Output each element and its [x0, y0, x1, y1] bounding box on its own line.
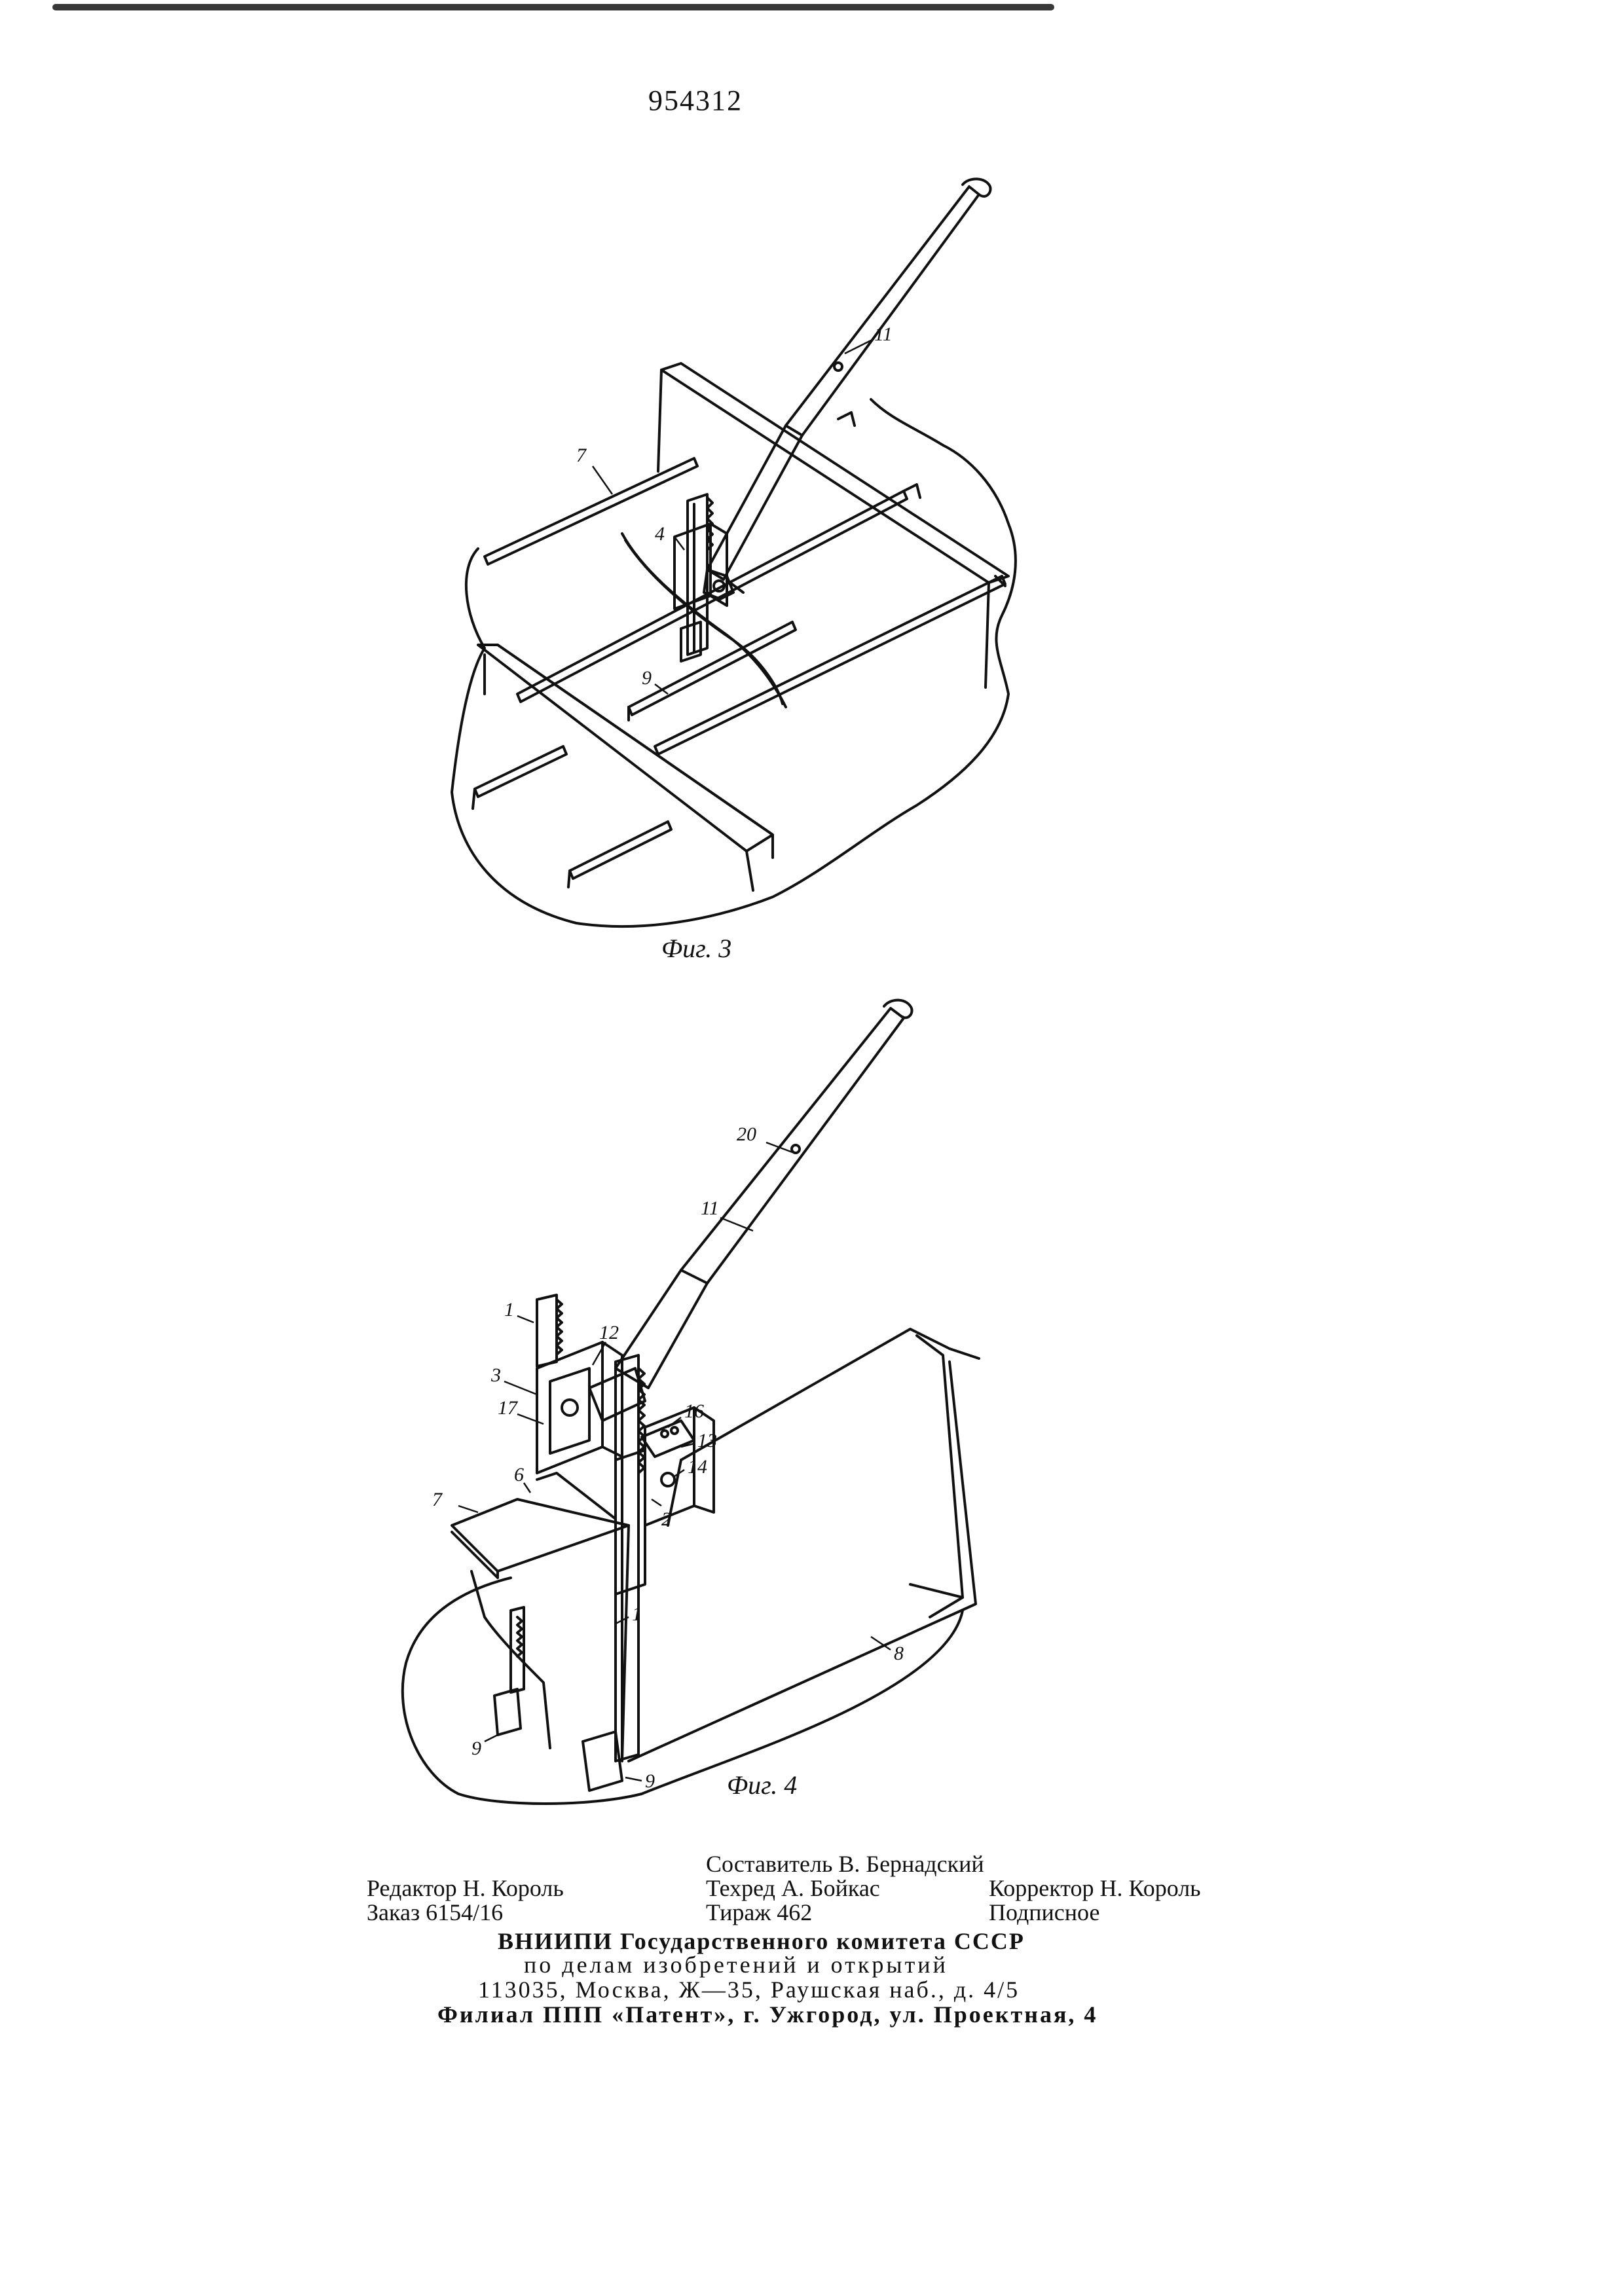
fig4-label-9-right: 9: [645, 1770, 655, 1792]
order: Заказ 6154/16: [367, 1899, 504, 1925]
fig4-label-11: 11: [701, 1197, 719, 1219]
fig4-label-1-low: 1: [632, 1603, 642, 1625]
techeditor: Техред А. Бойкас: [706, 1875, 880, 1901]
fig4-label-12: 12: [599, 1322, 619, 1343]
fig4-label-14: 14: [688, 1456, 707, 1478]
fig4-label-8: 8: [894, 1643, 904, 1664]
fig4-label-6: 6: [514, 1464, 524, 1485]
fig4-label-16: 16: [684, 1400, 704, 1422]
corrector: Корректор Н. Король: [989, 1875, 1201, 1901]
compiler: Составитель В. Бернадский: [706, 1851, 984, 1877]
fig4-label-3: 3: [490, 1364, 501, 1386]
fig4-label-17: 17: [498, 1397, 519, 1419]
patent-number: 954312: [648, 84, 743, 117]
fig3-label-9: 9: [642, 667, 652, 689]
circulation: Тираж 462: [706, 1899, 813, 1925]
publisher-line4: Филиал ППП «Патент», г. Ужгород, ул. Про…: [437, 2001, 1098, 2028]
fig4-label-20: 20: [737, 1123, 756, 1145]
fig3-label-11: 11: [874, 323, 893, 345]
fig4-caption: Фиг. 4: [727, 1770, 797, 1800]
fig4-label-7: 7: [432, 1489, 443, 1510]
fig4-label-13: 13: [697, 1430, 717, 1451]
fig4-label-9-left: 9: [471, 1738, 481, 1759]
publisher-line2: по делам изобретений и открытий: [524, 1952, 948, 1978]
fig4-label-2: 2: [661, 1508, 671, 1530]
fig3-caption: Фиг. 3: [661, 934, 731, 963]
fig3-label-4: 4: [655, 523, 665, 545]
editor: Редактор Н. Король: [367, 1875, 564, 1901]
subscription: Подписное: [989, 1899, 1100, 1925]
fig4-label-1-top: 1: [504, 1299, 514, 1321]
publisher-line1: ВНИИПИ Государственного комитета СССР: [498, 1928, 1025, 1954]
top-rule: [52, 4, 1054, 10]
publisher-line3: 113035, Москва, Ж—35, Раушская наб., д. …: [478, 1977, 1020, 2003]
fig3-label-7: 7: [576, 445, 587, 466]
